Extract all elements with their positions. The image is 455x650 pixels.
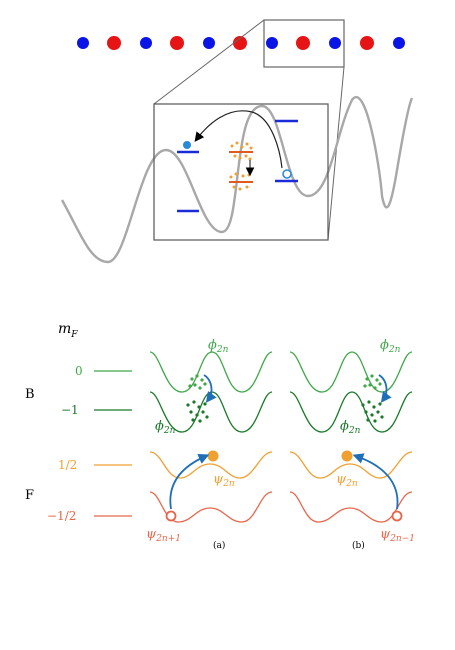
potential-curve: [60, 95, 414, 264]
curve-f-half: [149, 451, 273, 479]
green-transition-arrow: [378, 374, 392, 403]
atom-blue: [393, 37, 405, 49]
level-label-bm1: −1: [61, 403, 79, 417]
hop-arrow-large: [194, 110, 283, 169]
panel-a: ϕ2n ϕ2n ψ2n ψ2n+1 (a): [146, 338, 273, 551]
zoom-source-box: [263, 19, 345, 68]
atom-blue: [140, 37, 152, 49]
curve-bm1: [289, 391, 413, 433]
curve-b0: [289, 351, 413, 393]
group-label-f: F: [25, 488, 34, 503]
group-label-b: B: [25, 387, 35, 402]
light-green-dots: [188, 374, 207, 390]
label-phi-top: ϕ2n: [208, 338, 229, 355]
atom-chain: [77, 36, 405, 50]
atom-blue: [203, 37, 215, 49]
panel-a-caption: (a): [213, 540, 225, 551]
mf-label: mF: [58, 321, 78, 340]
zoom-detail-box: [153, 103, 329, 241]
label-phi-top: ϕ2n: [380, 338, 401, 355]
atom-red: [170, 36, 184, 50]
light-green-dots: [363, 374, 382, 390]
label-psi-mid: ψ2n: [213, 472, 235, 489]
fermion-hop-arrow: [352, 453, 399, 510]
atom-blue: [77, 37, 89, 49]
label-phi-bottom: ϕ2n: [340, 419, 361, 436]
atom-red: [296, 36, 310, 50]
atom-red: [233, 36, 247, 50]
label-psi-mid: ψ2n: [336, 472, 358, 489]
zoom-line-right: [327, 66, 345, 241]
dark-green-dots: [186, 400, 209, 423]
atom-blue: [329, 37, 341, 49]
panel-b: ϕ2n ϕ2n ψ2n ψ2n−1 (b): [289, 338, 415, 551]
label-phi-bottom: ϕ2n: [155, 419, 176, 436]
level-label-f-mhalf: −1/2: [47, 509, 76, 523]
label-psi-low: ψ2n−1: [380, 527, 415, 544]
dark-green-dots: [361, 400, 384, 423]
atom-blue: [266, 37, 278, 49]
fermion-filled: [207, 450, 219, 462]
hole-particle: [282, 169, 292, 179]
fermion-hop-arrow: [169, 453, 210, 510]
atom-red: [107, 36, 121, 50]
green-transition-arrow: [203, 374, 217, 403]
atom-red: [360, 36, 374, 50]
fermion-filled: [341, 450, 353, 462]
level-label-f-half: 1/2: [58, 458, 77, 472]
label-psi-low: ψ2n+1: [146, 527, 181, 544]
curve-b0: [149, 351, 273, 393]
curve-f-half: [289, 451, 413, 479]
panel-b-caption: (b): [352, 540, 365, 551]
level-label-b0: 0: [75, 364, 83, 378]
energy-levels: [177, 119, 298, 213]
fermion-hole: [391, 510, 403, 522]
zoom-line-left: [153, 19, 265, 105]
filled-particle: [183, 141, 191, 149]
fermion-hole: [165, 510, 177, 522]
